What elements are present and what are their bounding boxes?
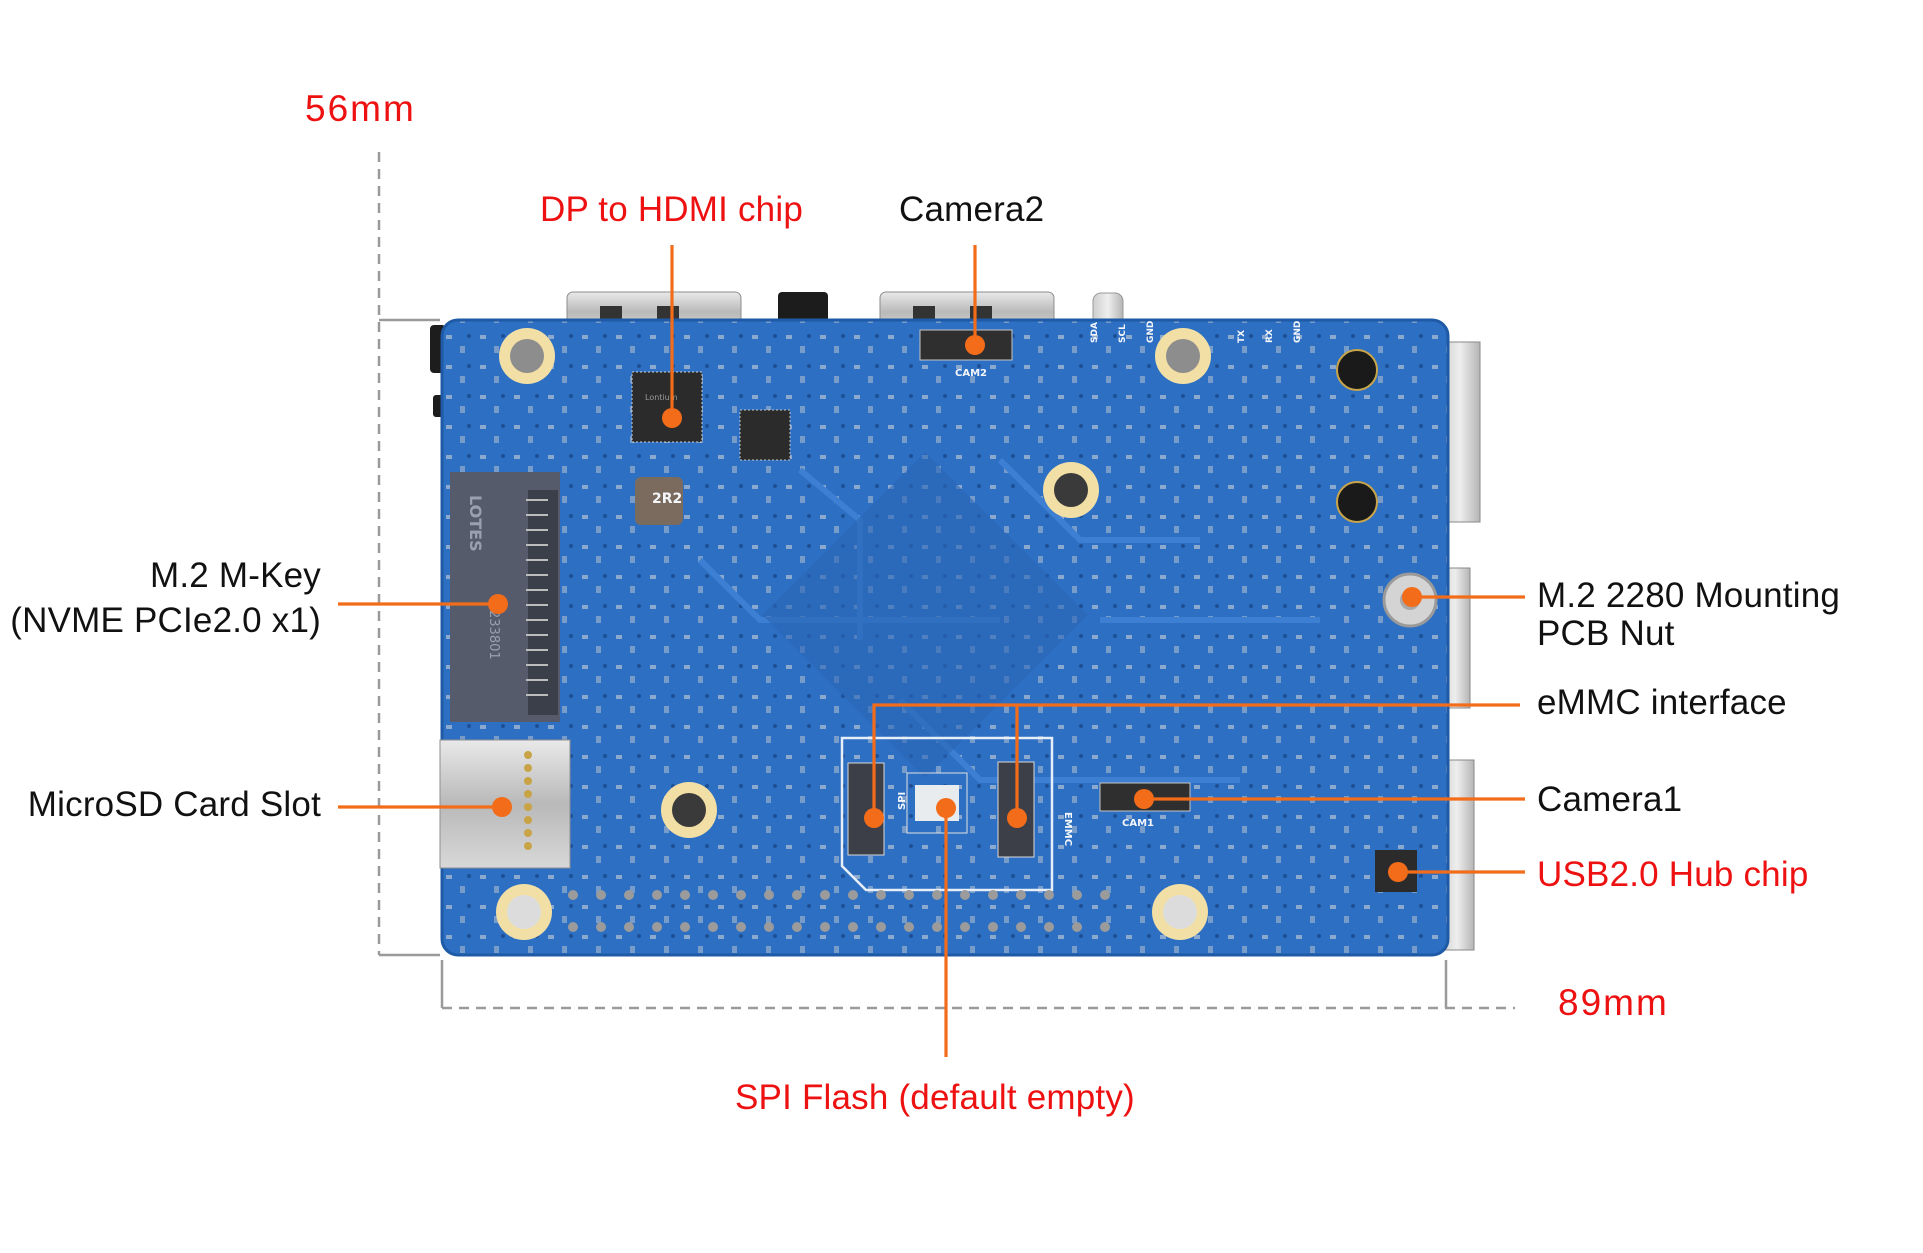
- mounting-hole-mid-left: [661, 782, 717, 838]
- silk-inductor: 2R2: [652, 491, 682, 507]
- gpio-header: [568, 890, 1110, 932]
- callout-dp-hdmi-chip: DP to HDMI chip: [540, 190, 803, 229]
- dot-m2-mkey: [488, 594, 508, 614]
- mounting-hole-bottom-left: [496, 884, 552, 940]
- silk-cam1: CAM1: [1122, 818, 1154, 829]
- callout-m2-nut-line1: M.2 2280 Mounting: [1537, 576, 1841, 615]
- silk-gnd-1: GND: [1146, 321, 1156, 343]
- callout-emmc: eMMC interface: [1537, 683, 1787, 722]
- mounting-hole-center: [1043, 462, 1099, 518]
- callout-m2-mkey-line2: (NVME PCIe2.0 x1): [10, 601, 321, 640]
- dot-camera2: [965, 335, 985, 355]
- small-chip: [739, 409, 791, 461]
- silk-m2-code: 233801: [486, 610, 501, 660]
- dimension-lines: [377, 152, 1515, 1010]
- callout-m2-nut-line2: PCB Nut: [1537, 614, 1675, 653]
- silk-gnd-2: GND: [1293, 321, 1303, 343]
- cross-screw-1: [1336, 349, 1378, 391]
- dot-emmc-1: [864, 808, 884, 828]
- dot-dp-hdmi: [662, 408, 682, 428]
- silk-scl: SCL: [1118, 324, 1128, 343]
- callout-m2-mkey-line1: M.2 M-Key: [150, 556, 321, 595]
- callout-spi-flash: SPI Flash (default empty): [735, 1078, 1135, 1117]
- leader-lines: [338, 245, 1525, 1057]
- mounting-hole-top-right: [1155, 328, 1211, 384]
- leader-emmc: [872, 703, 1520, 818]
- dot-usb-hub: [1388, 862, 1408, 882]
- mounting-hole-top-left: [499, 328, 555, 384]
- silk-emmc: EMMC: [1062, 812, 1073, 846]
- dot-microsd: [492, 797, 512, 817]
- inductor-2r2: [635, 477, 683, 525]
- cross-screw-2: [1336, 481, 1378, 523]
- callout-usb-hub-chip: USB2.0 Hub chip: [1537, 855, 1809, 894]
- mounting-hole-bottom-right: [1152, 884, 1208, 940]
- silk-sda: SDA: [1090, 322, 1100, 343]
- width-dimension-label: 89mm: [1558, 982, 1669, 1023]
- silk-rx: RX: [1265, 329, 1275, 343]
- leader-dots: [488, 335, 1422, 882]
- silk-m2-brand: LOTES: [466, 495, 485, 552]
- dot-spi-flash: [936, 798, 956, 818]
- silk-chip-brand: Lontium: [645, 393, 678, 402]
- dot-emmc-2: [1007, 808, 1027, 828]
- silk-tx: TX: [1237, 330, 1247, 343]
- callout-camera2: Camera2: [899, 190, 1045, 229]
- emmc-spi-area: [840, 736, 1054, 892]
- silk-cam2: CAM2: [955, 368, 987, 379]
- dot-camera1: [1134, 789, 1154, 809]
- dot-m2-nut: [1402, 587, 1422, 607]
- callout-microsd: MicroSD Card Slot: [27, 785, 321, 824]
- height-dimension-label: 56mm: [305, 88, 416, 129]
- callout-camera1: Camera1: [1537, 780, 1683, 819]
- silk-spi: SPI: [897, 792, 908, 810]
- dp-to-hdmi-chip: [631, 371, 703, 443]
